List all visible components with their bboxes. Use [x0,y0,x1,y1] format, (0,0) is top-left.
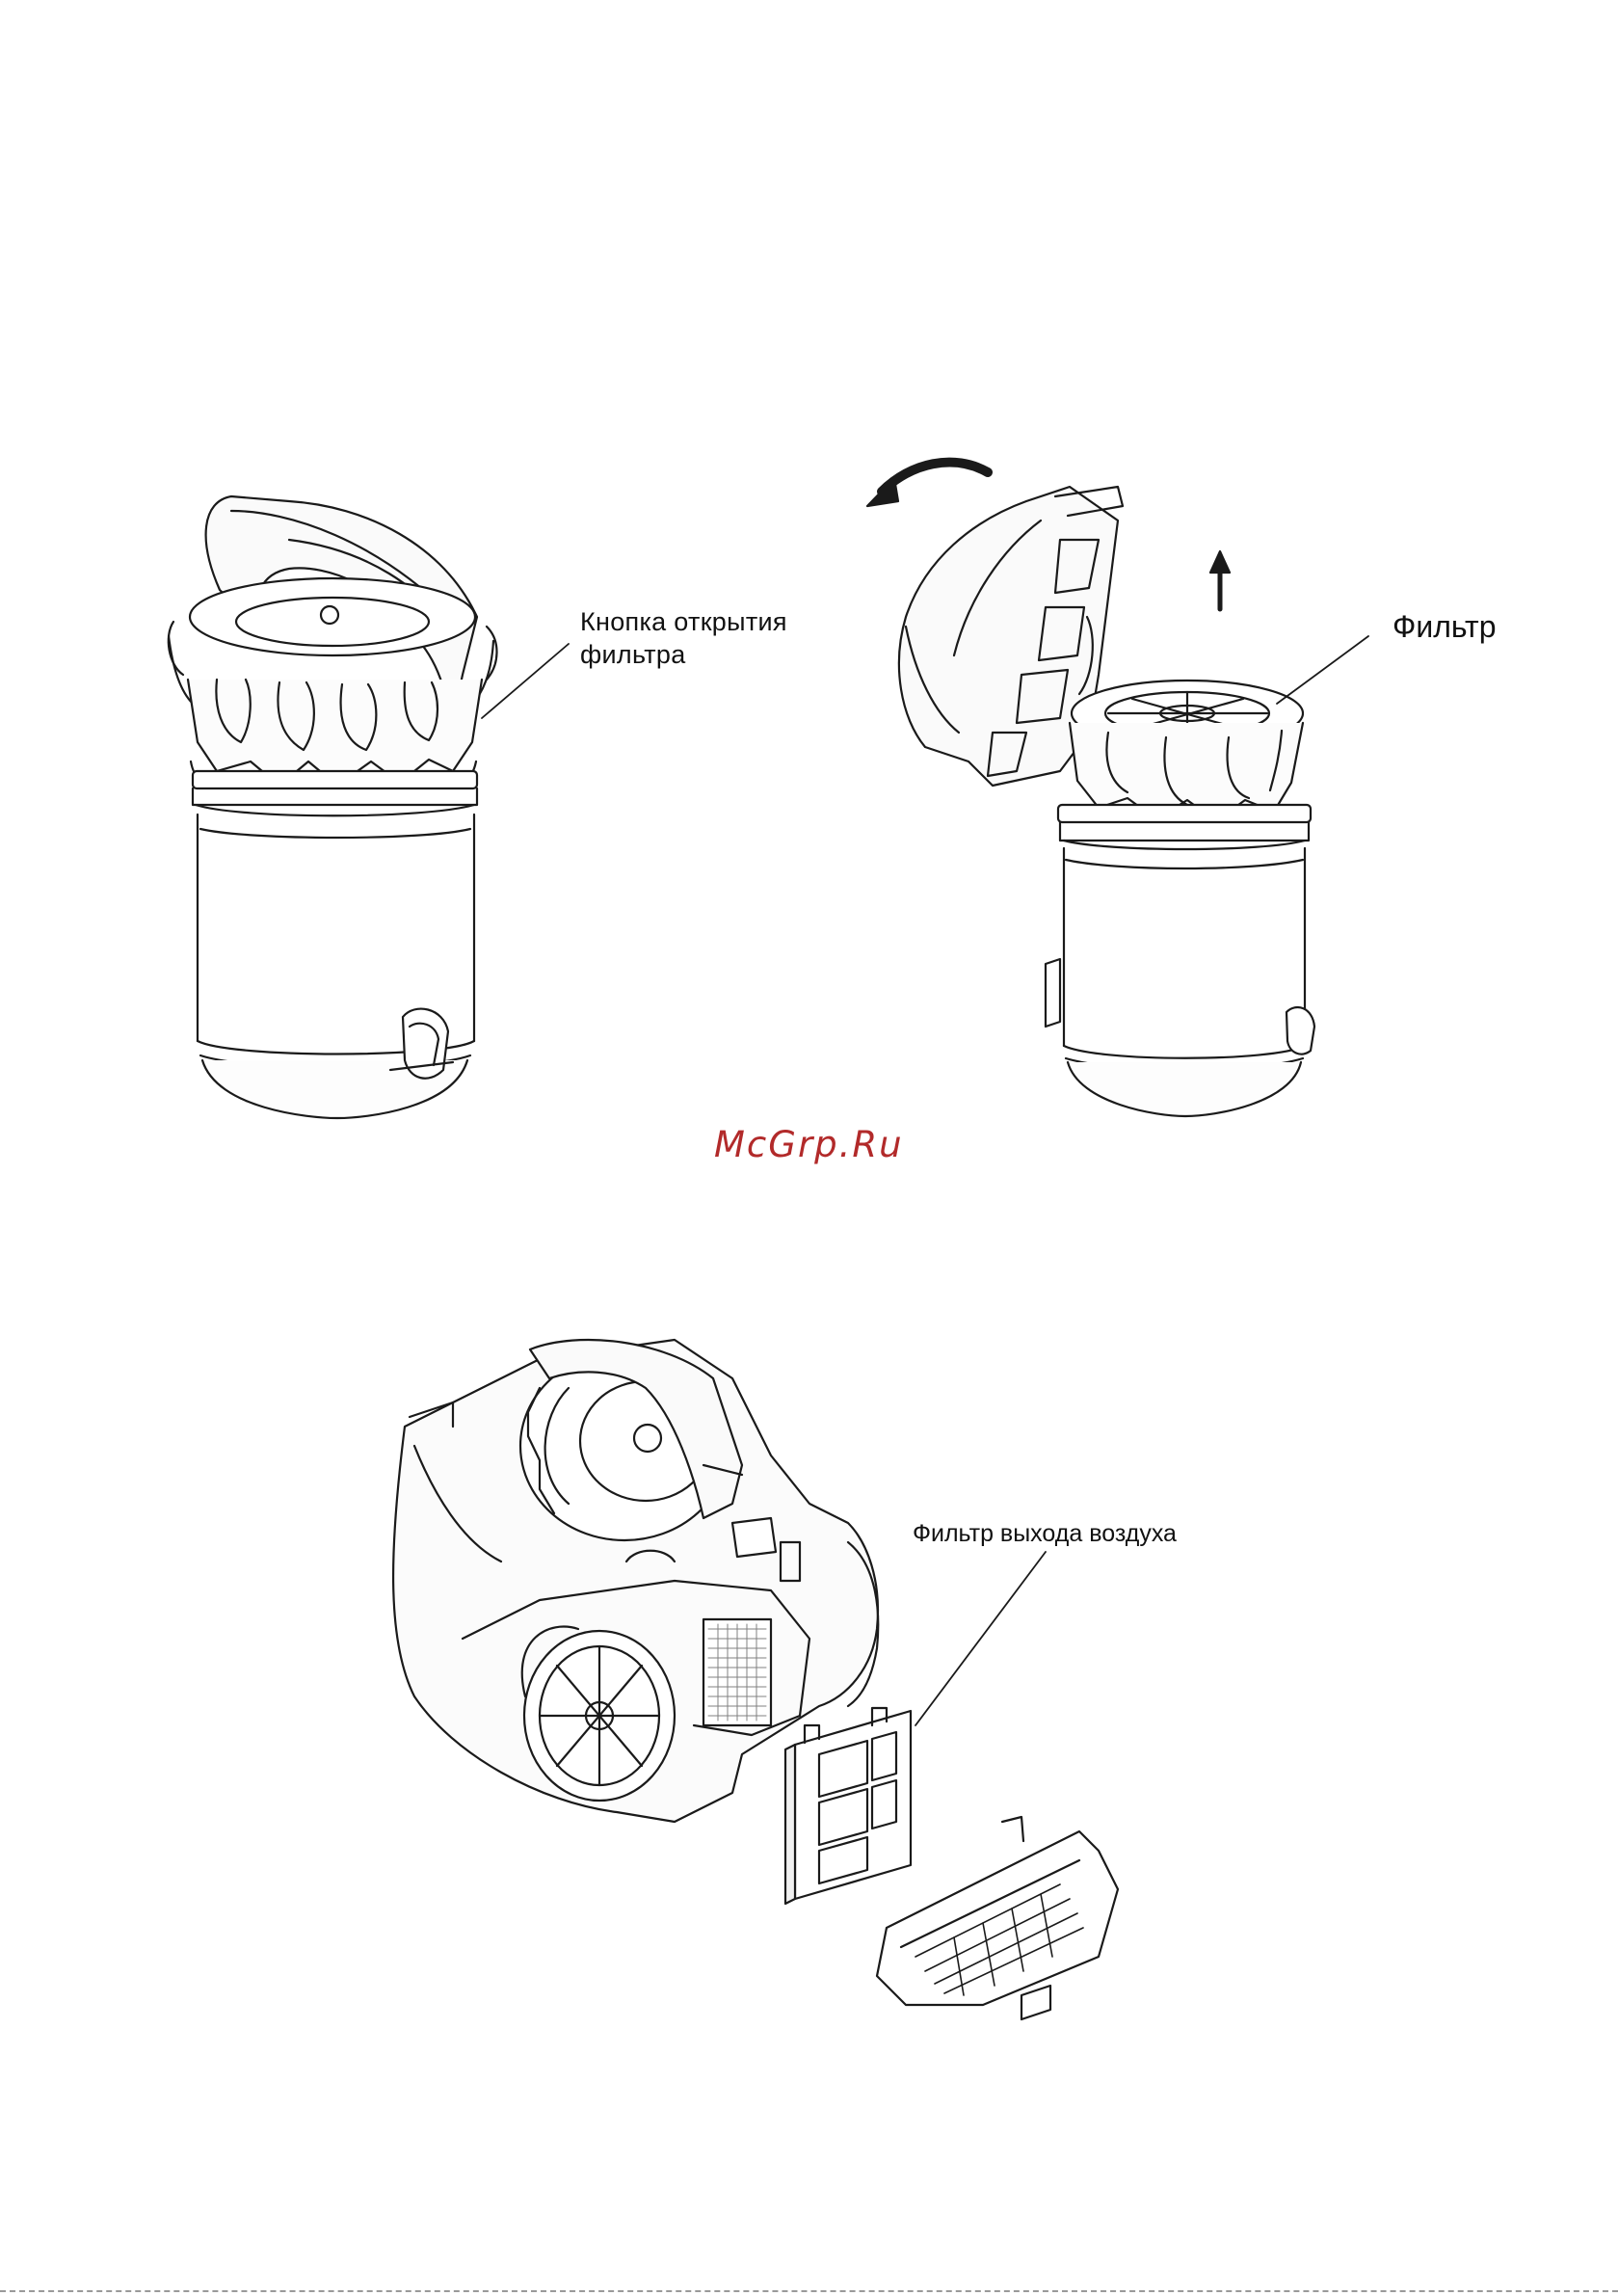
filter-button-label: Кнопка открытия фильтра [580,605,787,671]
filter-button-label-line1: Кнопка открытия [580,605,787,638]
vacuum-outlet-filter-illustration [393,1340,1118,2019]
watermark: McGrp.Ru [714,1124,904,1165]
dust-container-closed-illustration [169,496,497,1118]
leader-line-filter [1277,636,1368,704]
air-outlet-filter-label: Фильтр выхода воздуха [913,1519,1177,1548]
rotate-arrow-icon [882,463,988,492]
filter-button-label-line2: фильтра [580,638,787,671]
outlet-grille-cover [877,1817,1118,2019]
outlet-filter-cartridge [785,1708,911,1904]
dust-container-lid-open-illustration [867,463,1314,1116]
leader-line-filter-button [482,644,569,718]
page-footer-rule [0,2290,1618,2292]
filter-label: Фильтр [1393,609,1497,644]
leader-line-outlet-filter [915,1552,1046,1725]
